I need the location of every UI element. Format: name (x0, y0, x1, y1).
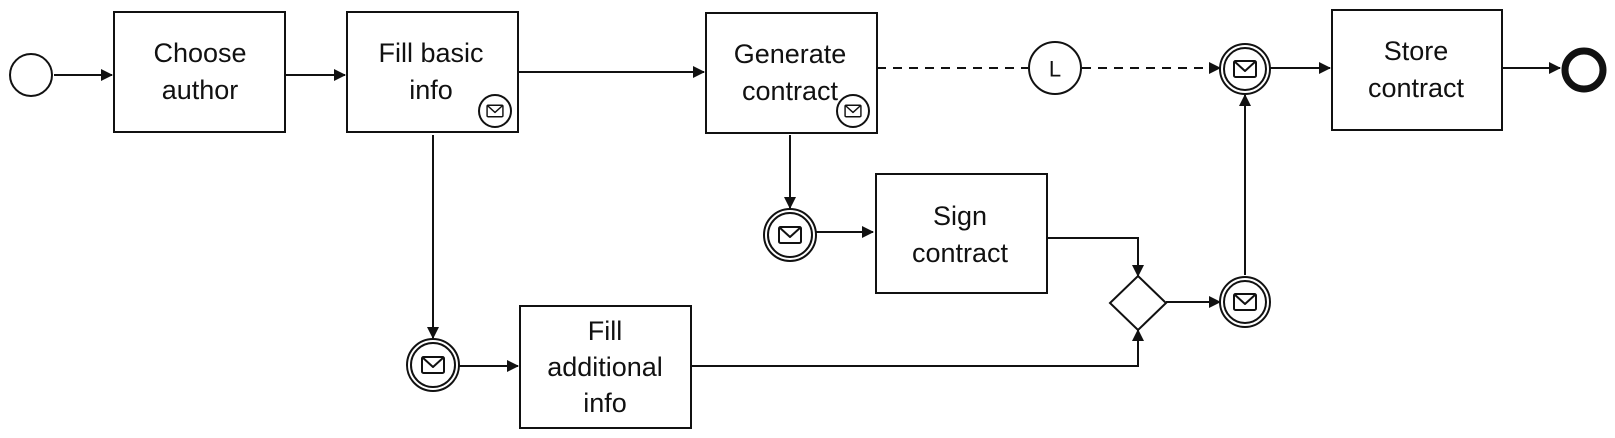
task-label-line: info (409, 75, 453, 105)
task-fill-additional-info[interactable]: Fill additional info (519, 305, 692, 429)
task-fill-basic-info[interactable]: Fill basic info (346, 11, 519, 133)
message-event-before-sign[interactable] (763, 208, 817, 262)
task-label-line: Generate (734, 39, 847, 69)
envelope-icon (421, 356, 445, 374)
task-label-line: contract (912, 238, 1009, 268)
task-label-line: Sign (933, 201, 987, 231)
task-label-line: contract (1368, 73, 1465, 103)
task-label-line: info (583, 388, 627, 418)
task-label-line: Fill (588, 316, 623, 346)
task-label-line: author (162, 75, 239, 105)
message-event-before-store[interactable] (1219, 43, 1271, 95)
envelope-icon (836, 94, 870, 128)
task-store-contract[interactable]: Store contract (1331, 9, 1503, 131)
flow-sign-contract-to-gateway (1047, 237, 1144, 277)
message-event-before-fill-additional[interactable] (406, 338, 460, 392)
envelope-icon (478, 94, 512, 128)
task-label-line: contract (742, 76, 839, 106)
link-event-label: L (1049, 57, 1061, 82)
link-event[interactable]: L (1028, 41, 1082, 95)
message-event-after-gateway[interactable] (1219, 276, 1271, 328)
task-label-line: additional (547, 352, 663, 382)
task-generate-contract[interactable]: Generate contract (705, 12, 878, 134)
sequence-flows (54, 62, 1561, 372)
gateway[interactable] (1108, 274, 1168, 332)
task-choose-author[interactable]: Choose author (113, 11, 286, 133)
flow-fill-additional-info-to-gateway (690, 329, 1144, 367)
task-label-line: Store (1384, 36, 1449, 66)
envelope-icon (1233, 293, 1257, 311)
envelope-icon (1233, 60, 1257, 78)
task-sign-contract[interactable]: Sign contract (875, 173, 1048, 294)
task-label-line: Fill basic (378, 38, 483, 68)
envelope-icon (778, 226, 802, 244)
task-label-line: Choose (153, 38, 246, 68)
start-event[interactable] (9, 53, 53, 97)
end-event[interactable] (1561, 47, 1607, 93)
